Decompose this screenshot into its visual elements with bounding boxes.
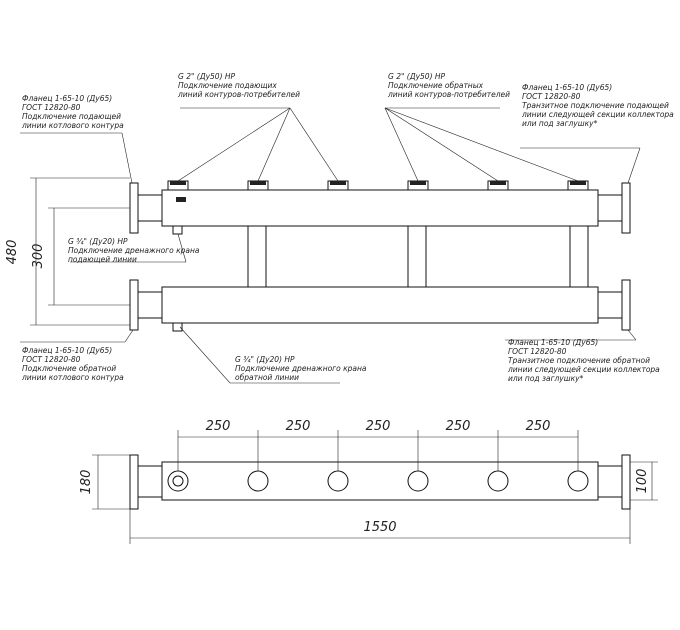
dim-flange-height: 180 bbox=[79, 470, 94, 495]
top-view-body bbox=[161, 461, 599, 501]
note-top-left: Фланец 1-65-10 (Ду65) ГОСТ 12820-80 Подк… bbox=[21, 94, 124, 130]
supply-header bbox=[161, 189, 599, 227]
note-top-center-left: G 2" (Ду50) НР Подключение подающих лини… bbox=[177, 72, 300, 99]
top-view-flange-left bbox=[129, 454, 139, 510]
top-view-flange-right bbox=[621, 454, 631, 510]
note-bottom-left: Фланец 1-65-10 (Ду65) ГОСТ 12820-80 Подк… bbox=[21, 346, 124, 382]
flange-neck-return-right bbox=[597, 291, 623, 319]
dim-spacing-1: 250 bbox=[206, 419, 231, 434]
flange-neck-supply-right bbox=[597, 194, 623, 222]
dim-spacing-3: 250 bbox=[366, 419, 391, 434]
flange-neck-supply-left bbox=[137, 194, 163, 222]
vertical-dimensions: 480 300 bbox=[5, 177, 130, 326]
drain-nozzle-return bbox=[172, 322, 183, 332]
flange-neck-return-left bbox=[137, 291, 163, 319]
sensor-port-mark bbox=[176, 197, 186, 202]
flange-supply-right bbox=[621, 182, 631, 234]
drain-nozzle-supply bbox=[172, 225, 183, 235]
dim-height-total: 480 bbox=[5, 240, 20, 265]
front-view bbox=[129, 180, 631, 332]
note-top-right: Фланец 1-65-10 (Ду65) ГОСТ 12820-80 Тран… bbox=[521, 83, 676, 128]
dim-body-height: 100 bbox=[635, 469, 650, 494]
top-nozzles bbox=[167, 180, 589, 191]
dim-spacing-2: 250 bbox=[286, 419, 311, 434]
top-view: 250 250 250 250 250 1550 180 100 bbox=[79, 419, 658, 544]
leader-lines bbox=[20, 107, 641, 384]
connector-pipe-left bbox=[247, 225, 267, 288]
dim-spacing-5: 250 bbox=[526, 419, 551, 434]
dim-spacing-4: 250 bbox=[446, 419, 471, 434]
return-header bbox=[161, 286, 599, 324]
note-mid-left: G ¾" (Ду20) НР Подключение дренажного кр… bbox=[68, 237, 202, 264]
flange-supply-left bbox=[129, 182, 139, 234]
note-top-center-right: G 2" (Ду50) НР Подключение обратных лини… bbox=[387, 72, 510, 99]
flange-return-right bbox=[621, 279, 631, 331]
connector-pipe-middle bbox=[407, 225, 427, 288]
flange-return-left bbox=[129, 279, 139, 331]
connector-pipe-right bbox=[569, 225, 589, 288]
dim-height-axis: 300 bbox=[31, 244, 46, 269]
dim-length-total: 1550 bbox=[363, 520, 396, 535]
note-bottom-center: G ¾" (Ду20) НР Подключение дренажного кр… bbox=[235, 355, 369, 382]
note-bottom-right: Фланец 1-65-10 (Ду65) ГОСТ 12820-80 Тран… bbox=[507, 338, 662, 383]
notes: Фланец 1-65-10 (Ду65) ГОСТ 12820-80 Подк… bbox=[21, 72, 676, 383]
